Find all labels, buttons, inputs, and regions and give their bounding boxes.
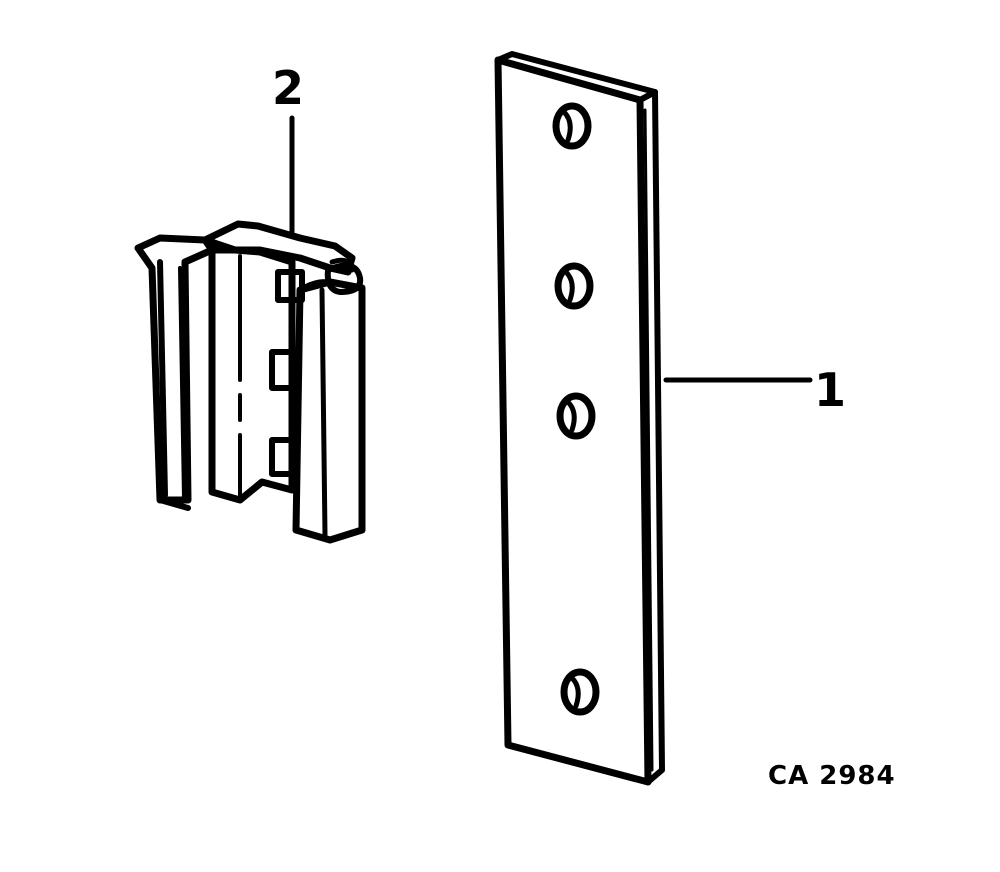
plate-holes (552, 102, 600, 716)
plate-hole (560, 668, 600, 716)
clip-part (134, 220, 366, 544)
plate-hole (552, 102, 592, 150)
plate-part (494, 51, 665, 786)
plate-hole (554, 262, 594, 310)
callout-number-1: 1 (814, 363, 846, 417)
callout-number-2: 2 (272, 61, 304, 115)
plate-hole (556, 392, 596, 440)
figure-code: CA 2984 (768, 761, 896, 791)
